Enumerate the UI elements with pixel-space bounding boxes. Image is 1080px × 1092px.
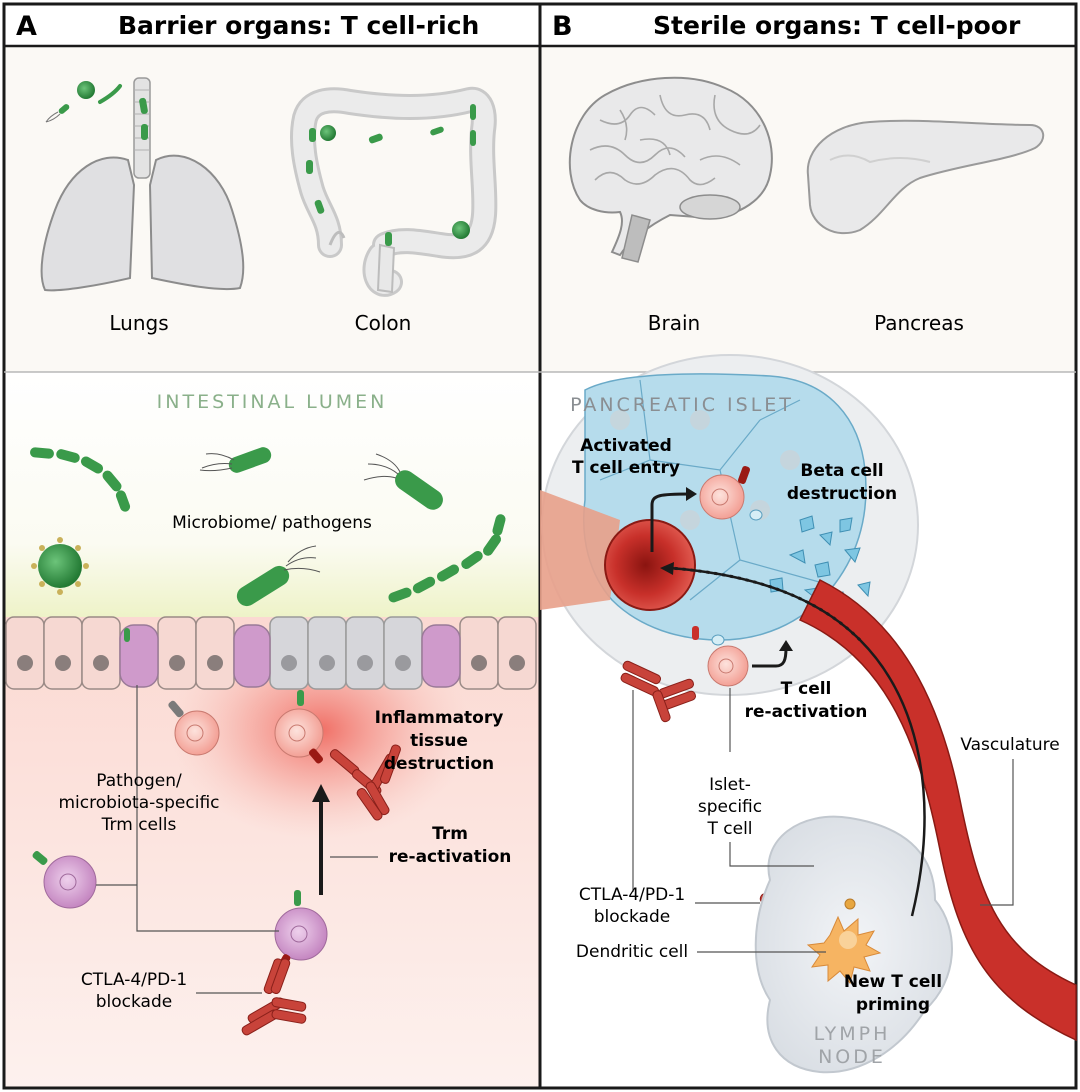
trm-label-line1: Pathogen/ xyxy=(96,771,182,791)
trm-reactivation-line1: Trm xyxy=(432,824,468,844)
antibody-b-upper xyxy=(620,660,696,723)
inflammatory-label-line1: Inflammatory xyxy=(375,708,504,728)
rod-bacteria xyxy=(199,447,443,607)
intestinal-lumen-label: INTESTINAL LUMEN xyxy=(157,391,388,413)
blockade-a-line1: CTLA-4/PD-1 xyxy=(81,970,187,990)
bacteria-chains xyxy=(30,447,506,603)
panel-a-title: Barrier organs: T cell-rich xyxy=(118,11,479,40)
vasculature-label: Vasculature xyxy=(960,735,1059,755)
trm-reactivation-line2: re-activation xyxy=(389,847,512,867)
antibody-a-upper xyxy=(329,744,401,821)
panel-b-leader-lines xyxy=(632,688,1014,953)
virus-particle xyxy=(31,537,89,595)
pancreatic-islet-label: PANCREATIC ISLET xyxy=(570,394,794,416)
inflammatory-label-line2: tissue xyxy=(410,731,468,751)
priming-label-line2: priming xyxy=(856,995,930,1015)
brain-illustration xyxy=(568,76,773,263)
beta-label-line1: Beta cell xyxy=(800,461,883,481)
islet-specific-line1: Islet- xyxy=(709,775,751,795)
panel-a-leader-lines xyxy=(96,685,378,994)
panel-b-letter: B xyxy=(552,11,573,42)
entry-label-line2: T cell entry xyxy=(572,458,680,478)
blockade-b-line1: CTLA-4/PD-1 xyxy=(579,885,685,905)
organ-label-colon: Colon xyxy=(355,311,412,335)
inflammatory-label-line3: destruction xyxy=(384,754,494,774)
lymph-node-label-line2: NODE xyxy=(818,1046,886,1068)
organ-label-pancreas: Pancreas xyxy=(874,311,964,335)
trm-label-line3: Trm cells xyxy=(101,815,177,835)
organ-label-brain: Brain xyxy=(648,311,700,335)
beta-label-line2: destruction xyxy=(787,484,897,504)
organ-label-lungs: Lungs xyxy=(109,311,168,335)
panel-b-title: Sterile organs: T cell-poor xyxy=(653,11,1021,40)
lungs-illustration xyxy=(40,77,245,292)
pancreas-illustration xyxy=(806,119,1045,235)
reactivation-label-line2: re-activation xyxy=(745,702,868,722)
dendritic-cell xyxy=(806,898,882,985)
priming-label-line1: New T cell xyxy=(844,972,942,992)
entry-label-line1: Activated xyxy=(580,436,672,456)
reactivation-label-line1: T cell xyxy=(781,679,832,699)
t-cell-entry-arrow xyxy=(650,492,691,552)
epithelium-layer xyxy=(5,616,537,690)
blockade-b-line2: blockade xyxy=(594,907,670,927)
blood-vessel xyxy=(798,578,1077,1042)
islet-specific-line3: T cell xyxy=(706,819,752,839)
microbiome-label: Microbiome/ pathogens xyxy=(172,513,372,533)
antibody-a-lower xyxy=(241,958,307,1036)
trm-label-line2: microbiota-specific xyxy=(58,793,219,813)
t-cell-reactivation-arrow xyxy=(752,647,788,668)
colon-illustration xyxy=(290,86,498,297)
lymph-node-label-line1: LYMPH xyxy=(814,1023,891,1045)
islet-specific-line2: specific xyxy=(698,797,762,817)
vessel-opening xyxy=(604,519,696,611)
blockade-a-line2: blockade xyxy=(96,992,172,1012)
t-cell-migration-arrow xyxy=(669,566,926,917)
panel-a-letter: A xyxy=(16,11,37,42)
dendritic-cell-label: Dendritic cell xyxy=(576,942,688,962)
